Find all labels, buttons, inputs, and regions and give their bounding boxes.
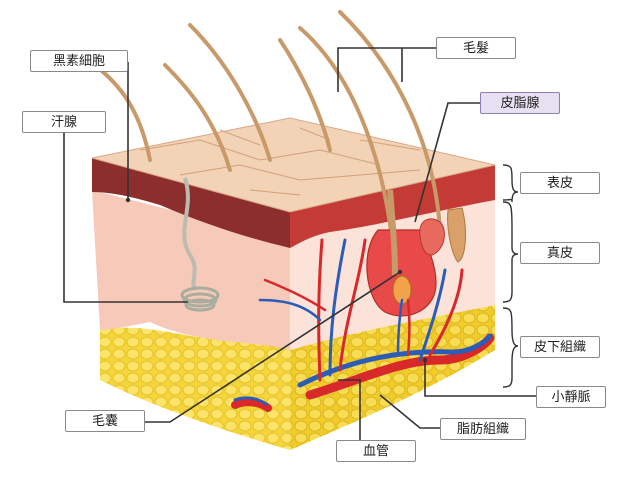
- label-melanocyte: 黑素細胞: [30, 50, 128, 72]
- label-dermis: 真皮: [520, 242, 600, 264]
- label-hair-follicle: 毛囊: [65, 410, 145, 432]
- label-hair: 毛髮: [436, 37, 516, 59]
- sebaceous-gland-shape: [419, 218, 445, 256]
- label-sweat-gland: 汗腺: [22, 111, 106, 133]
- label-adipose-tissue: 脂肪組織: [440, 418, 526, 440]
- fat-layer-front: [100, 327, 290, 450]
- sweat-gland-coil: [180, 286, 220, 312]
- hair-root: [387, 189, 398, 276]
- label-epidermis: 表皮: [520, 172, 600, 194]
- surface-creases: [139, 127, 421, 196]
- label-sebaceous-gland: 皮脂腺: [480, 92, 560, 114]
- label-blood-vessel: 血管: [336, 440, 416, 462]
- small-follicle: [447, 207, 466, 263]
- fat-layer-side: [290, 305, 495, 450]
- sweat-duct: [182, 177, 197, 291]
- leader-lines: [63, 47, 536, 440]
- layer-brackets: [502, 164, 519, 388]
- label-hypodermis: 皮下組織: [520, 336, 600, 358]
- label-venule: 小靜脈: [536, 386, 606, 408]
- blood-vessels: [231, 238, 495, 412]
- epidermis-band-front: [92, 158, 290, 248]
